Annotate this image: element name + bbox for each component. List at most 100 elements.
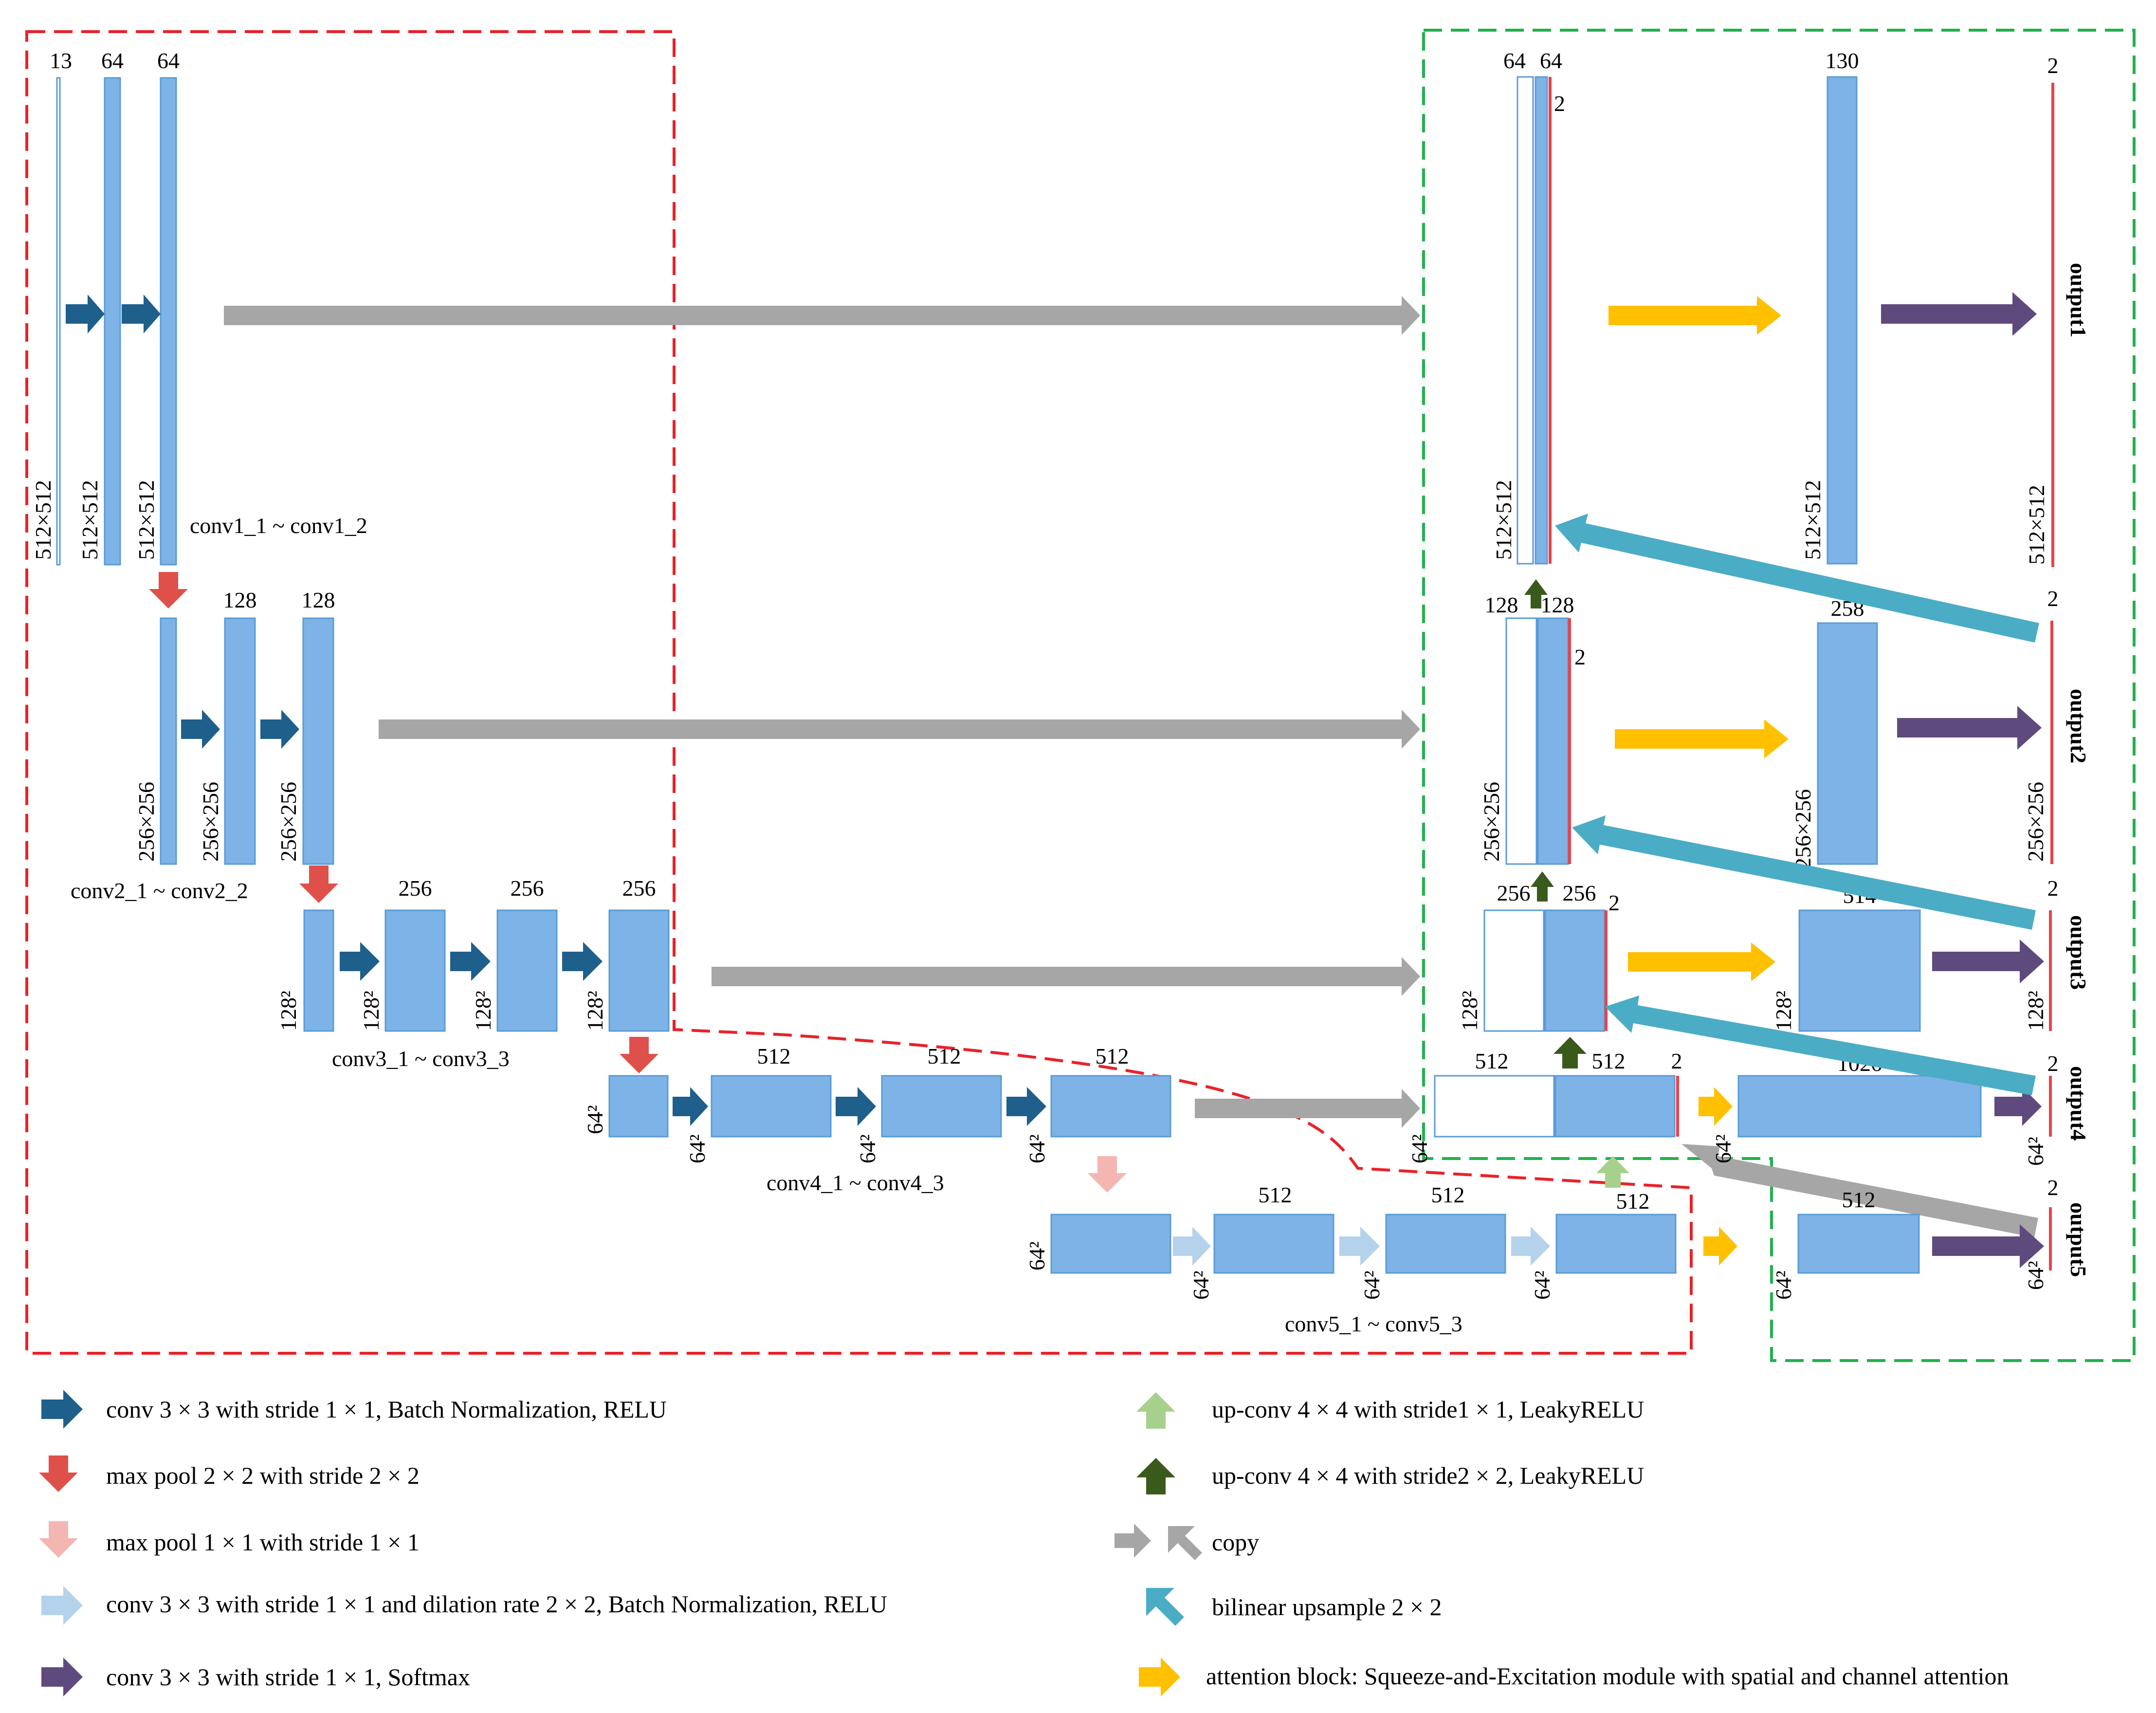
feature-block (496, 909, 558, 1032)
attention-arrow-icon (1703, 1227, 1737, 1266)
copied-feature-block (1517, 76, 1534, 565)
softmax-arrow-icon (1994, 1087, 2042, 1126)
dim-label: 512×512 (31, 480, 55, 560)
feature-block (224, 617, 256, 865)
stage-caption: conv2_1 ~ conv2_2 (71, 878, 248, 903)
dim-label: 64² (1188, 1271, 1213, 1300)
feature-block (608, 909, 670, 1032)
dim-label: 64² (2023, 1137, 2048, 1166)
dim-label: 512×512 (2024, 485, 2049, 565)
attention-arrow-icon (1139, 1658, 1180, 1696)
encoder-stage-5: 512 512 512 64² 64² 64² 64² conv5_1 ~ co… (1024, 1182, 1677, 1336)
encoder-stage-3: 256 256 256 128² 128² 128² 128² conv3_1 … (276, 876, 670, 1071)
decoder-region (1422, 29, 2136, 1362)
feature-block (881, 1075, 1002, 1138)
dim-label: 64² (1024, 1134, 1049, 1163)
encoder-stage-4: 512 512 512 64² 64² 64² 64² conv4_1 ~ co… (583, 1044, 1171, 1195)
channel-label: 256 (622, 876, 656, 901)
legend-text: conv 3 × 3 with stride 1 × 1 and dilatio… (106, 1590, 887, 1618)
input-block (56, 77, 61, 566)
copy-arrow-icon (1115, 1524, 1151, 1558)
encoder-arrows (66, 295, 1550, 1266)
legend-item: copy (1115, 1524, 1259, 1560)
feature-block (303, 909, 334, 1032)
channel-label: 512 (1259, 1182, 1292, 1207)
channel-label: 256 (399, 876, 432, 901)
output-line (2049, 910, 2052, 1031)
channel-label: 512 (1616, 1189, 1650, 1214)
dim-label: 128² (359, 991, 384, 1031)
channel-label: 256 (1563, 881, 1596, 905)
dim-label: 256×256 (1479, 782, 1504, 862)
feature-block (1213, 1214, 1334, 1274)
legend-item: up-conv 4 × 4 with stride1 × 1, LeakyREL… (1136, 1392, 1644, 1429)
channel-label: 512 (757, 1044, 791, 1068)
dim-label: 128² (1771, 991, 1796, 1031)
feature-block (104, 77, 121, 566)
legend-text: up-conv 4 × 4 with stride1 × 1, LeakyREL… (1212, 1396, 1644, 1423)
output-label: output4 (2066, 1066, 2091, 1141)
copy-arrow-icon (379, 710, 1420, 749)
conv-arrow-icon (340, 942, 380, 981)
dilated-conv-arrow-icon (1339, 1227, 1380, 1266)
bilinear-arrow-icon (1605, 995, 2036, 1095)
maxpool-arrow-icon (149, 572, 188, 608)
softmax-arrow-icon (1932, 939, 2044, 983)
upconv-dark-arrow-icon (1531, 871, 1554, 902)
conv-arrow-icon (41, 1390, 83, 1429)
channel-label: 2 (2047, 53, 2059, 78)
channel-label: 512 (1842, 1187, 1876, 1212)
output-label: output3 (2066, 915, 2091, 990)
conv-arrow-icon (66, 295, 105, 333)
dim-label: 256×256 (1791, 789, 1815, 869)
output-line (2049, 1207, 2052, 1271)
side-output-line (1605, 910, 1608, 1031)
decoder-level-5: 512 2 64² 64² output5 (1771, 1175, 2091, 1300)
dim-label: 256×256 (276, 782, 301, 862)
upsampled-feature-block (1544, 909, 1606, 1032)
upconv-dark-arrow-icon (1524, 579, 1548, 608)
copy-arrows (224, 296, 2038, 1237)
channel-label: 128 (1485, 592, 1518, 617)
dim-label: 512×512 (1491, 480, 1516, 560)
channel-label: 128 (1541, 592, 1574, 617)
channel-label: 130 (1826, 48, 1859, 73)
channel-label: 512 (1096, 1044, 1129, 1068)
side-output-line (1549, 77, 1552, 564)
attention-block (1797, 1214, 1920, 1274)
decoder-level-3: 256 256 2 514 2 128² 128² 128² output3 (1457, 876, 2091, 1032)
bilinear-arrow-icon (1146, 1588, 1184, 1626)
dim-label: 128² (1457, 991, 1482, 1031)
feature-block (608, 1075, 669, 1138)
dim-label: 512×512 (1800, 480, 1825, 560)
conv-arrow-icon (673, 1087, 708, 1126)
attention-block (1817, 622, 1878, 865)
decoder-level-4: 512 512 2 1026 2 64² 64² 64² output4 (1407, 1049, 2091, 1166)
feature-block (711, 1075, 832, 1138)
attention-block (1737, 1075, 1982, 1138)
feature-block (1050, 1075, 1171, 1138)
legend-item: bilinear upsample 2 × 2 (1146, 1588, 1442, 1626)
dim-label: 512×512 (134, 480, 159, 560)
conv-arrow-icon (1006, 1087, 1046, 1126)
attention-arrow-icon (1699, 1087, 1733, 1126)
upsampled-feature-block (1535, 76, 1548, 565)
channel-label: 2 (1554, 91, 1565, 116)
legend-item: up-conv 4 × 4 with stride2 × 2, LeakyREL… (1136, 1458, 1644, 1494)
upconv-dark-arrow-icon (1553, 1037, 1587, 1068)
copied-feature-block (1483, 909, 1545, 1032)
stage-caption: conv1_1 ~ conv1_2 (190, 513, 367, 538)
legend-item: max pool 1 × 1 with stride 1 × 1 (39, 1521, 420, 1558)
maxpool-light-arrow-icon (1088, 1156, 1127, 1193)
conv-arrow-icon (562, 942, 603, 981)
legend-text: up-conv 4 × 4 with stride2 × 2, LeakyREL… (1212, 1462, 1644, 1489)
legend-item: conv 3 × 3 with stride 1 × 1, Softmax (41, 1658, 470, 1696)
bilinear-arrow-icon (1555, 514, 2039, 643)
dilated-conv-arrow-icon (1511, 1227, 1550, 1266)
legend-text: attention block: Squeeze-and-Excitation … (1206, 1662, 2009, 1690)
upsampled-feature-block (1537, 617, 1569, 865)
dim-label: 128² (2023, 991, 2048, 1031)
legend-text: max pool 2 × 2 with stride 2 × 2 (106, 1462, 420, 1489)
softmax-arrow-icon (1881, 292, 2037, 336)
